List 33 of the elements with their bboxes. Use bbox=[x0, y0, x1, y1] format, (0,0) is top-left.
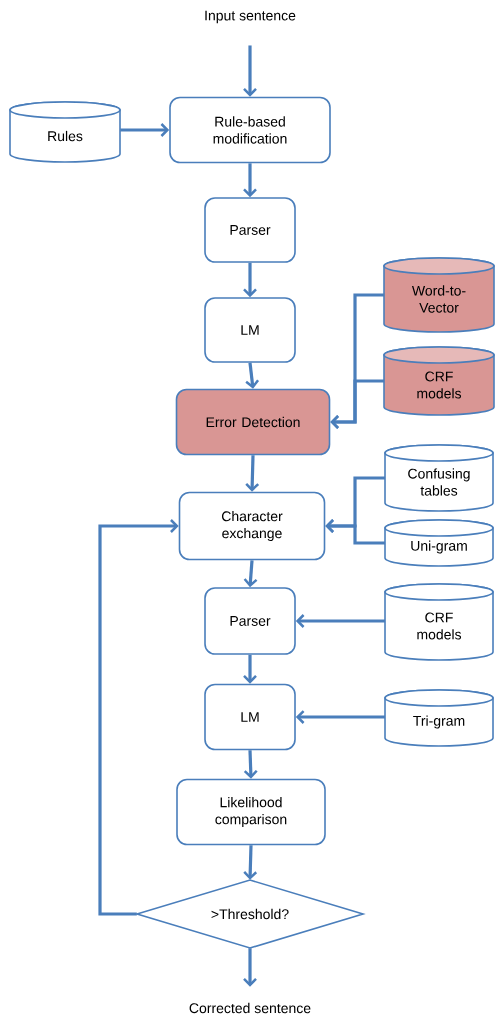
arrow bbox=[330, 379, 384, 429]
arrow bbox=[243, 750, 258, 779]
data-cylinder: Confusing tables bbox=[384, 444, 494, 512]
arrow bbox=[243, 45, 257, 97]
process-box: Likelihood comparison bbox=[176, 778, 326, 846]
process-box: Parser bbox=[204, 197, 296, 263]
arrow bbox=[243, 163, 257, 198]
arrow bbox=[243, 654, 257, 684]
data-cylinder: Tri-gram bbox=[384, 689, 494, 747]
arrow bbox=[98, 519, 179, 916]
arrow bbox=[243, 560, 258, 588]
arrow bbox=[295, 614, 385, 628]
arrow bbox=[245, 362, 260, 389]
process-box: Rule-based modification bbox=[169, 96, 331, 164]
process-box: LM bbox=[204, 297, 296, 363]
arrow bbox=[120, 123, 170, 137]
process-box: LM bbox=[204, 683, 296, 751]
data-cylinder: CRF models bbox=[384, 583, 494, 661]
process-box: Parser bbox=[204, 587, 296, 655]
arrow bbox=[243, 948, 257, 987]
data-cylinder: Uni-gram bbox=[384, 519, 494, 567]
arrow bbox=[243, 845, 258, 880]
flow-text: Corrected sentence bbox=[189, 1002, 311, 1014]
data-cylinder: Rules bbox=[9, 101, 121, 163]
flow-text: Input sentence bbox=[205, 10, 296, 24]
process-box: Error Detection bbox=[175, 388, 331, 456]
arrow bbox=[325, 519, 385, 545]
process-box: Character exchange bbox=[178, 491, 326, 561]
data-cylinder: CRF models bbox=[383, 346, 495, 416]
arrow bbox=[295, 710, 385, 724]
data-cylinder: Word-to-Vector bbox=[383, 257, 495, 333]
arrow bbox=[245, 455, 260, 492]
arrow bbox=[243, 262, 257, 298]
